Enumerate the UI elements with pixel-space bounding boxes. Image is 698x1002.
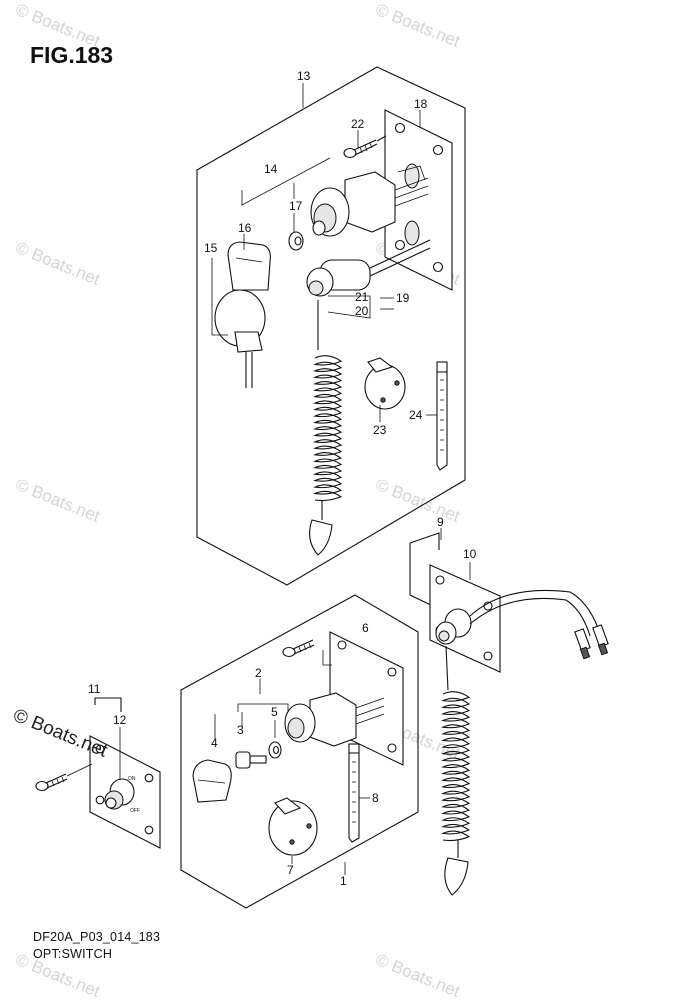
kit-1-frame — [180, 594, 419, 909]
key — [214, 289, 266, 388]
part-label-5: 5 — [271, 705, 278, 719]
washer — [268, 741, 282, 759]
part-label-7: 7 — [287, 863, 294, 877]
lanyard-coil — [309, 300, 333, 556]
part-label-18: 18 — [414, 97, 428, 111]
part-label-22: 22 — [351, 117, 365, 131]
coil-spring — [313, 355, 343, 502]
figure-name: OPT:SWITCH — [33, 947, 113, 961]
stop-switch — [435, 589, 599, 645]
part-label-11: 11 — [88, 682, 101, 696]
switch-plate: ON OFF — [89, 735, 161, 849]
part-label-6: 6 — [362, 621, 369, 635]
part-label-19: 19 — [396, 291, 410, 305]
screw — [282, 639, 315, 658]
part-label-17: 17 — [289, 199, 303, 213]
kit-9-frame — [409, 532, 440, 609]
screw — [343, 135, 387, 159]
key-cap — [227, 241, 271, 291]
part-label-12: 12 — [113, 713, 127, 727]
part-label-2: 2 — [255, 666, 262, 680]
washer — [288, 231, 304, 251]
leader-lines-lower — [214, 650, 370, 875]
coil-spring — [441, 691, 471, 842]
figure-title: FIG.183 — [30, 42, 114, 68]
lanyard-coil — [444, 645, 469, 896]
ignition-switch — [284, 692, 385, 747]
switch-on-marking: ON — [128, 776, 136, 782]
cable-tie — [348, 743, 360, 843]
part-label-20: 20 — [355, 304, 369, 318]
part-label-13: 13 — [297, 69, 311, 83]
ignition-switch — [310, 165, 429, 237]
leader-lines-right — [440, 528, 471, 580]
cable-tie — [436, 361, 448, 471]
part-label-1: 1 — [340, 874, 347, 888]
bracket-plate — [384, 109, 453, 291]
key — [235, 751, 267, 769]
kit-13-frame — [196, 66, 466, 586]
part-label-3: 3 — [237, 723, 244, 737]
part-label-16: 16 — [238, 221, 252, 235]
kit-11-frame — [94, 697, 122, 712]
lanyard-plate — [268, 797, 318, 856]
wire-connectors — [574, 624, 609, 660]
part-label-15: 15 — [204, 241, 218, 255]
part-label-9: 9 — [437, 515, 444, 529]
leader-lines-upper — [211, 83, 437, 422]
key-cap — [192, 759, 232, 803]
coil-springs — [313, 355, 471, 842]
part-label-24: 24 — [409, 408, 423, 422]
part-label-21: 21 — [355, 290, 369, 304]
part-labels: 13 18 22 14 17 16 15 21 19 20 23 24 9 10… — [88, 69, 477, 888]
lanyard-plate — [364, 357, 406, 410]
part-label-14: 14 — [264, 162, 278, 176]
figure-code: DF20A_P03_014_183 — [33, 930, 161, 944]
switch-off-marking: OFF — [130, 808, 140, 814]
part-label-23: 23 — [373, 423, 387, 437]
part-label-4: 4 — [211, 736, 218, 750]
stop-switch — [306, 239, 431, 297]
part-label-10: 10 — [463, 547, 477, 561]
screw — [35, 763, 93, 792]
part-label-8: 8 — [372, 791, 379, 805]
